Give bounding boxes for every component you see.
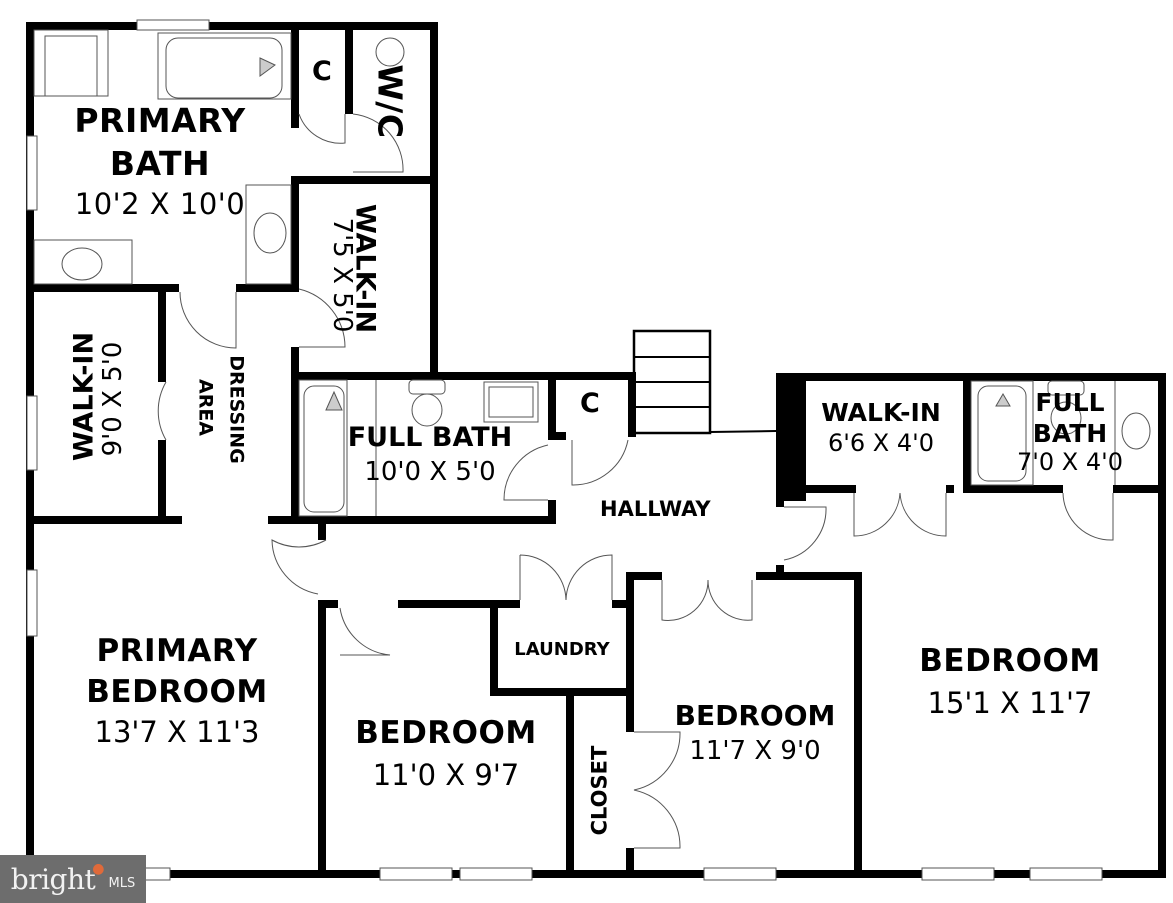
room-bedroom-4: BEDROOM 15'1 X 11'7 [900, 646, 1120, 718]
room-name: BATH [1032, 419, 1108, 448]
room-name: BEDROOM [355, 715, 537, 751]
room-dimensions: 15'1 X 11'7 [927, 686, 1093, 720]
bright-mls-watermark: bright ● MLS [0, 855, 146, 903]
room-primary-bath: PRIMARY BATH 10'2 X 10'0 [60, 104, 260, 219]
room-dimensions: 11'0 X 9'7 [372, 758, 520, 792]
room-name: BEDROOM [674, 699, 836, 732]
room-dimensions-walk-in-top: 7'5 X 5'0 [327, 217, 357, 333]
room-closet-hall: C [580, 388, 600, 419]
watermark-brand: bright [10, 862, 96, 896]
room-primary-bedroom: PRIMARY BEDROOM 13'7 X 11'3 [72, 636, 282, 747]
room-dimensions: 10'0 X 5'0 [364, 457, 496, 487]
room-laundry: LAUNDRY [514, 639, 610, 660]
room-walk-in-left: WALK-IN [68, 331, 100, 462]
room-dimensions: 6'6 X 4'0 [828, 429, 934, 457]
room-name: PRIMARY [96, 633, 258, 669]
room-bedroom-2: BEDROOM 11'0 X 9'7 [336, 718, 556, 790]
room-full-bath-hall: FULL BATH 10'0 X 5'0 [320, 424, 540, 485]
room-name: WALK-IN [821, 398, 941, 427]
room-dressing-area: DRESSING [225, 355, 248, 464]
room-water-closet: W/C [370, 64, 410, 139]
room-dimensions: 13'7 X 11'3 [94, 715, 260, 749]
room-walk-in-right: WALK-IN 6'6 X 4'0 [806, 400, 956, 455]
room-bedroom-3: BEDROOM 11'7 X 9'0 [660, 699, 850, 766]
room-full-bath-right: FULL BATH 7'0 X 4'0 [995, 390, 1145, 474]
room-name: FULL [1035, 388, 1105, 417]
room-dressing-area-line2: AREA [194, 378, 217, 437]
room-name: BATH [109, 144, 211, 183]
watermark-suffix: MLS [108, 875, 136, 891]
room-dimensions-walk-in-left: 9'0 X 5'0 [98, 341, 128, 457]
room-dimensions: 7'0 X 4'0 [1017, 448, 1123, 476]
room-hallway: HALLWAY [600, 497, 711, 521]
room-closet-top: C [312, 56, 332, 87]
room-dimensions: 11'7 X 9'0 [689, 736, 821, 766]
room-name: BEDROOM [86, 674, 268, 710]
fixtures [33, 29, 1151, 517]
watermark-accent-icon: ● [92, 861, 105, 877]
room-dimensions: 10'2 X 10'0 [74, 187, 246, 221]
room-name: BEDROOM [919, 643, 1101, 679]
room-name: FULL BATH [347, 422, 513, 453]
door-swings [157, 113, 1114, 849]
room-name: PRIMARY [74, 101, 246, 140]
room-closet-bottom: CLOSET [587, 745, 612, 836]
